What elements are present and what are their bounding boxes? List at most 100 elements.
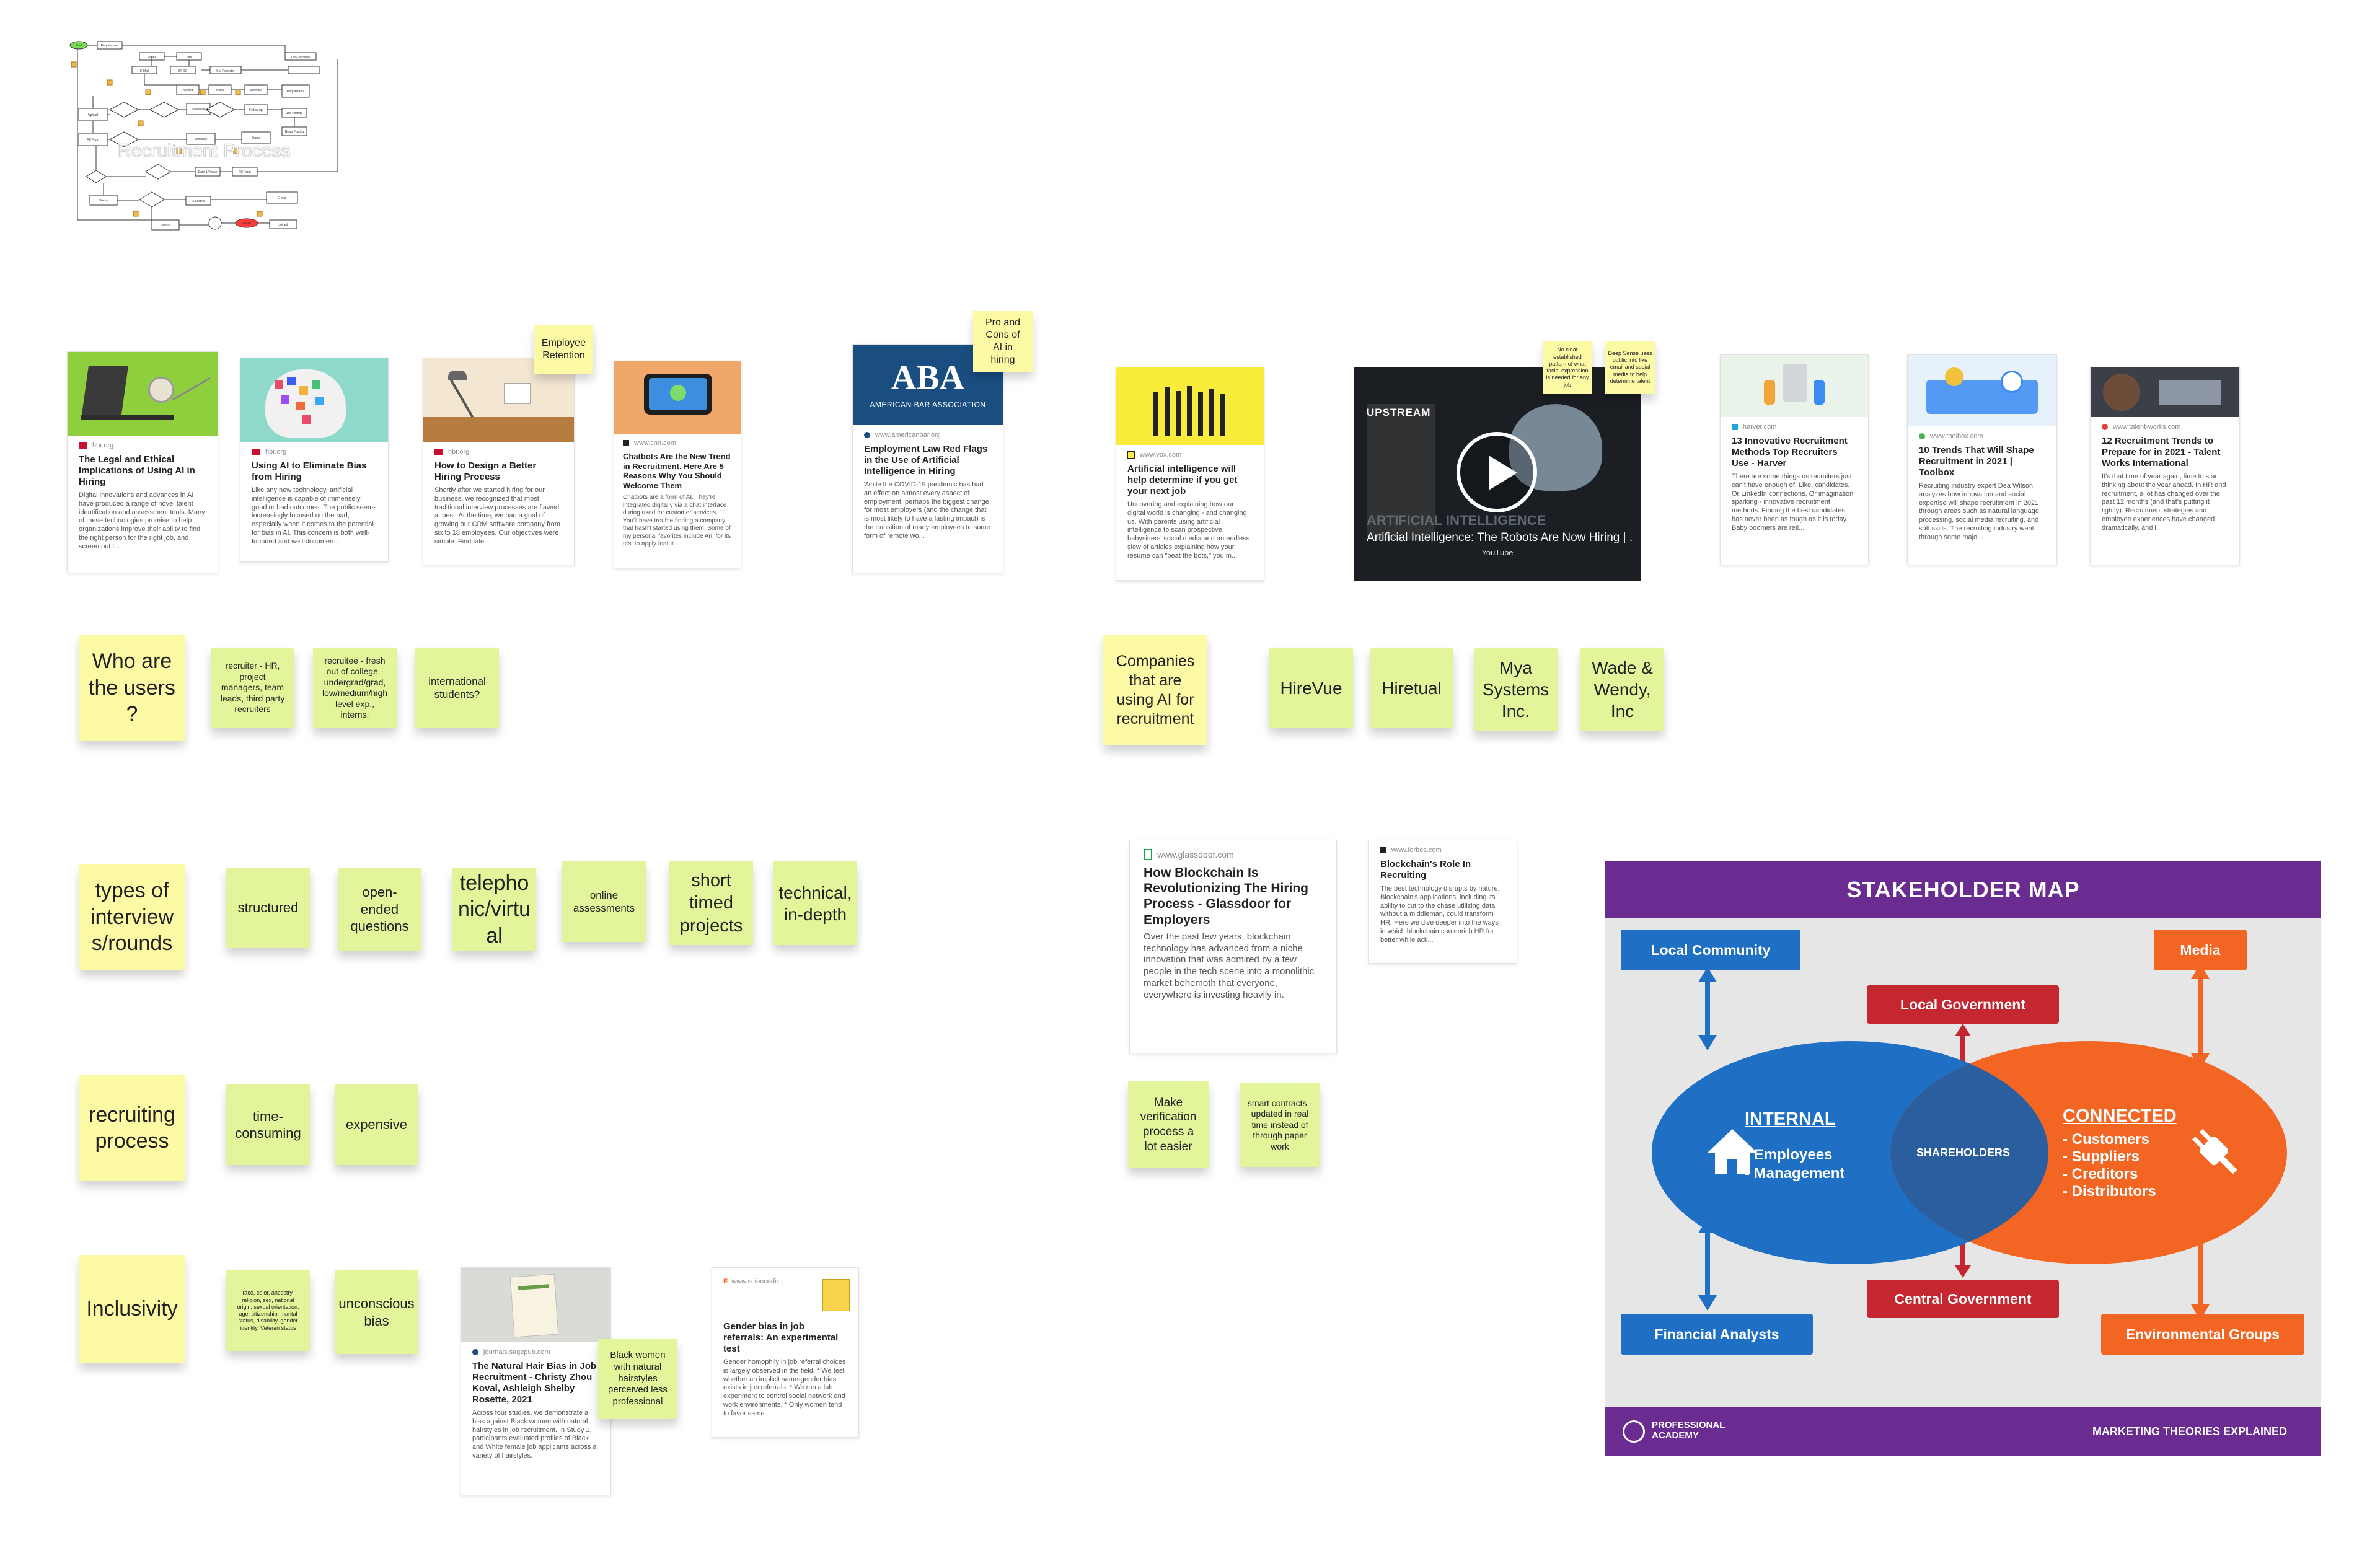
link-card-harver[interactable]: harver.com 13 Innovative Recruitment Met…	[1720, 354, 1869, 565]
svg-text:Requirement: Requirement	[101, 44, 119, 48]
card-description: The best technology disrupts by nature. …	[1380, 885, 1500, 944]
card-thumbnail	[614, 361, 741, 434]
hbr-icon	[434, 449, 443, 455]
footer-right-text: MARKETING THEORIES EXPLAINED	[2092, 1425, 2287, 1438]
sticky-hiretual[interactable]: Hiretual	[1370, 648, 1453, 728]
link-card-employment-law[interactable]: ABA AMERICAN BAR ASSOCIATION www.america…	[852, 344, 1003, 573]
sticky-employee-retention[interactable]: Employee Retention	[534, 325, 593, 374]
card-source: www.cnn.com	[634, 439, 676, 447]
sticky-inclusivity[interactable]: Inclusivity	[79, 1255, 185, 1363]
connected-item: - Customers	[2063, 1131, 2150, 1148]
sticky-expensive[interactable]: expensive	[335, 1084, 418, 1165]
svg-text:Status: Status	[161, 224, 170, 227]
sticky-companies-using-ai[interactable]: Companies that are using AI for recruitm…	[1103, 635, 1207, 745]
link-card-legal-ethical[interactable]: hbr.org The Legal and Ethical Implicatio…	[67, 351, 218, 573]
link-card-chatbots[interactable]: www.cnn.com Chatbots Are the New Trend i…	[614, 361, 741, 568]
video-source: YouTube	[1481, 548, 1514, 557]
connected-item: - Creditors	[2063, 1166, 2138, 1182]
academy-logo-icon	[1623, 1420, 1645, 1443]
video-brand: UPSTREAM	[1367, 407, 1431, 418]
shareholders-label: SHAREHOLDERS	[1916, 1146, 2010, 1159]
card-title: How Blockchain Is Revolutionizing The Hi…	[1144, 866, 1308, 927]
link-card-toolbox[interactable]: www.toolbox.com 10 Trends That Will Shap…	[1907, 354, 2057, 565]
sticky-recruitee[interactable]: recruitee - fresh out of college - under…	[313, 648, 397, 728]
local-government-box: Local Government	[1867, 985, 2059, 1024]
sage-icon	[472, 1349, 478, 1355]
aba-logo-subtitle: AMERICAN BAR ASSOCIATION	[870, 400, 986, 409]
sticky-pro-cons[interactable]: Pro and Cons of AI in hiring	[973, 311, 1033, 372]
card-source: www.toolbox.com	[1930, 433, 1983, 440]
card-title: How to Design a Better Hiring Process	[434, 460, 537, 482]
link-card-forbes-blockchain[interactable]: www.forbes.com Blockchain's Role In Recr…	[1368, 840, 1517, 964]
svg-text:Software: Software	[250, 89, 262, 92]
card-thumbnail	[1908, 355, 2056, 426]
stakeholder-map-image[interactable]: STAKEHOLDER MAP	[1605, 861, 2321, 1456]
sticky-deep-sense[interactable]: Deep Sense uses public info like email a…	[1605, 341, 1655, 394]
footer-left-text: PROFESSIONAL ACADEMY	[1652, 1420, 1726, 1441]
svg-text:Follow-up: Follow-up	[249, 108, 263, 112]
card-title: 10 Trends That Will Shape Recruitment in…	[1919, 445, 2034, 478]
card-description: Gender homophily in job referral choices…	[723, 1358, 846, 1417]
card-thumbnail	[1116, 367, 1264, 445]
sticky-black-women[interactable]: Black women with natural hairstyles perc…	[598, 1339, 677, 1419]
sticky-open-ended[interactable]: open-ended questions	[338, 868, 421, 951]
svg-text:Fill Form: Fill Form	[239, 170, 250, 174]
svg-text:Start: Start	[76, 44, 82, 48]
link-card-eliminate-bias[interactable]: hbr.org Using AI to Eliminate Bias from …	[240, 358, 389, 562]
sticky-hirevue[interactable]: HireVue	[1269, 648, 1353, 728]
svg-text:Schedule: Schedule	[195, 138, 208, 141]
video-watermark: ARTIFICIAL INTELLIGENCE	[1367, 512, 1546, 528]
card-source: hbr.org	[265, 448, 287, 455]
link-card-vox-ai[interactable]: www.vox.com Artificial intelligence will…	[1116, 367, 1264, 581]
sticky-international[interactable]: international students?	[415, 648, 499, 728]
sticky-recruiter[interactable]: recruiter - HR, project managers, team l…	[211, 648, 294, 728]
link-card-glassdoor-blockchain[interactable]: www.glassdoor.com How Blockchain Is Revo…	[1129, 840, 1337, 1053]
sticky-technical[interactable]: technical, in-depth	[774, 861, 857, 945]
card-description: Uncovering and explaining how our digita…	[1127, 501, 1250, 560]
sticky-no-clear-pattern[interactable]: No clear established pattern of what fac…	[1543, 341, 1592, 394]
sticky-recruiting-process[interactable]: recruiting process	[79, 1075, 185, 1181]
sticky-mya-systems[interactable]: Mya Systems Inc.	[1474, 648, 1558, 731]
card-description: Shortly after we started hiring for our …	[434, 486, 562, 545]
svg-text:Status: Status	[99, 199, 108, 203]
link-card-better-hiring[interactable]: hbr.org How to Design a Better Hiring Pr…	[423, 358, 575, 565]
svg-text:Requirement: Requirement	[287, 90, 305, 94]
svg-text:Selected: Selected	[192, 200, 205, 203]
card-title: Gender bias in job referrals: An experim…	[723, 1321, 839, 1354]
sticky-protected-classes[interactable]: race, color, ancestry, religion, sex, na…	[226, 1270, 310, 1351]
sticky-wade-wendy[interactable]: Wade & Wendy, Inc	[1580, 648, 1664, 731]
card-thumbnail	[240, 358, 388, 442]
svg-text:Notify: Notify	[216, 89, 224, 92]
sticky-telephonic[interactable]: telepho nic/virtu al	[452, 868, 536, 951]
sticky-make-verification[interactable]: Make verification process a lot easier	[1128, 1081, 1209, 1168]
aba-logo-text: ABA	[891, 359, 965, 397]
sticky-time-consuming[interactable]: time-consuming	[226, 1084, 310, 1165]
sticky-online-assessments[interactable]: online assessments	[562, 861, 646, 942]
sticky-structured[interactable]: structured	[226, 868, 310, 948]
svg-text:E-Mail: E-Mail	[140, 69, 149, 73]
svg-text:SPOC: SPOC	[178, 69, 188, 73]
central-government-box: Central Government	[1867, 1280, 2059, 1318]
svg-text:Date & Venue: Date & Venue	[198, 170, 218, 174]
sticky-types-of-interview[interactable]: types of interview s/rounds	[79, 864, 185, 970]
card-thumbnail: ABA AMERICAN BAR ASSOCIATION	[853, 345, 1003, 425]
link-card-talent-works[interactable]: www.talent-works.com 12 Recruitment Tren…	[2090, 367, 2240, 565]
video-embed[interactable]: UPSTREAM ARTIFICIAL INTELLIGENCE Artific…	[1354, 367, 1641, 581]
sticky-who-are-users[interactable]: Who are the users ?	[79, 635, 185, 741]
vox-icon	[1127, 451, 1135, 459]
svg-text:DB Executive: DB Executive	[291, 56, 310, 59]
sticky-smart-contracts[interactable]: smart contracts - updated in real time i…	[1240, 1083, 1320, 1167]
hbr-icon	[79, 442, 87, 449]
sticky-short-timed[interactable]: short timed projects	[669, 861, 753, 945]
card-thumbnail	[461, 1268, 610, 1342]
internal-item: - Management	[1745, 1165, 1845, 1182]
svg-text:Kra Recruiter: Kra Recruiter	[216, 69, 235, 73]
svg-text:Allotted: Allotted	[183, 89, 193, 92]
site-icon	[623, 440, 629, 446]
play-icon[interactable]	[1457, 432, 1537, 512]
sticky-unconscious-bias[interactable]: unconscious bias	[335, 1270, 418, 1354]
stakeholder-venn-diagram	[1652, 964, 2287, 1320]
link-card-natural-hair-bias[interactable]: journals.sagepub.com The Natural Hair Bi…	[461, 1267, 611, 1495]
recruitment-process-flowchart[interactable]: Start Requirement Phone Site DB Executiv…	[65, 34, 344, 235]
